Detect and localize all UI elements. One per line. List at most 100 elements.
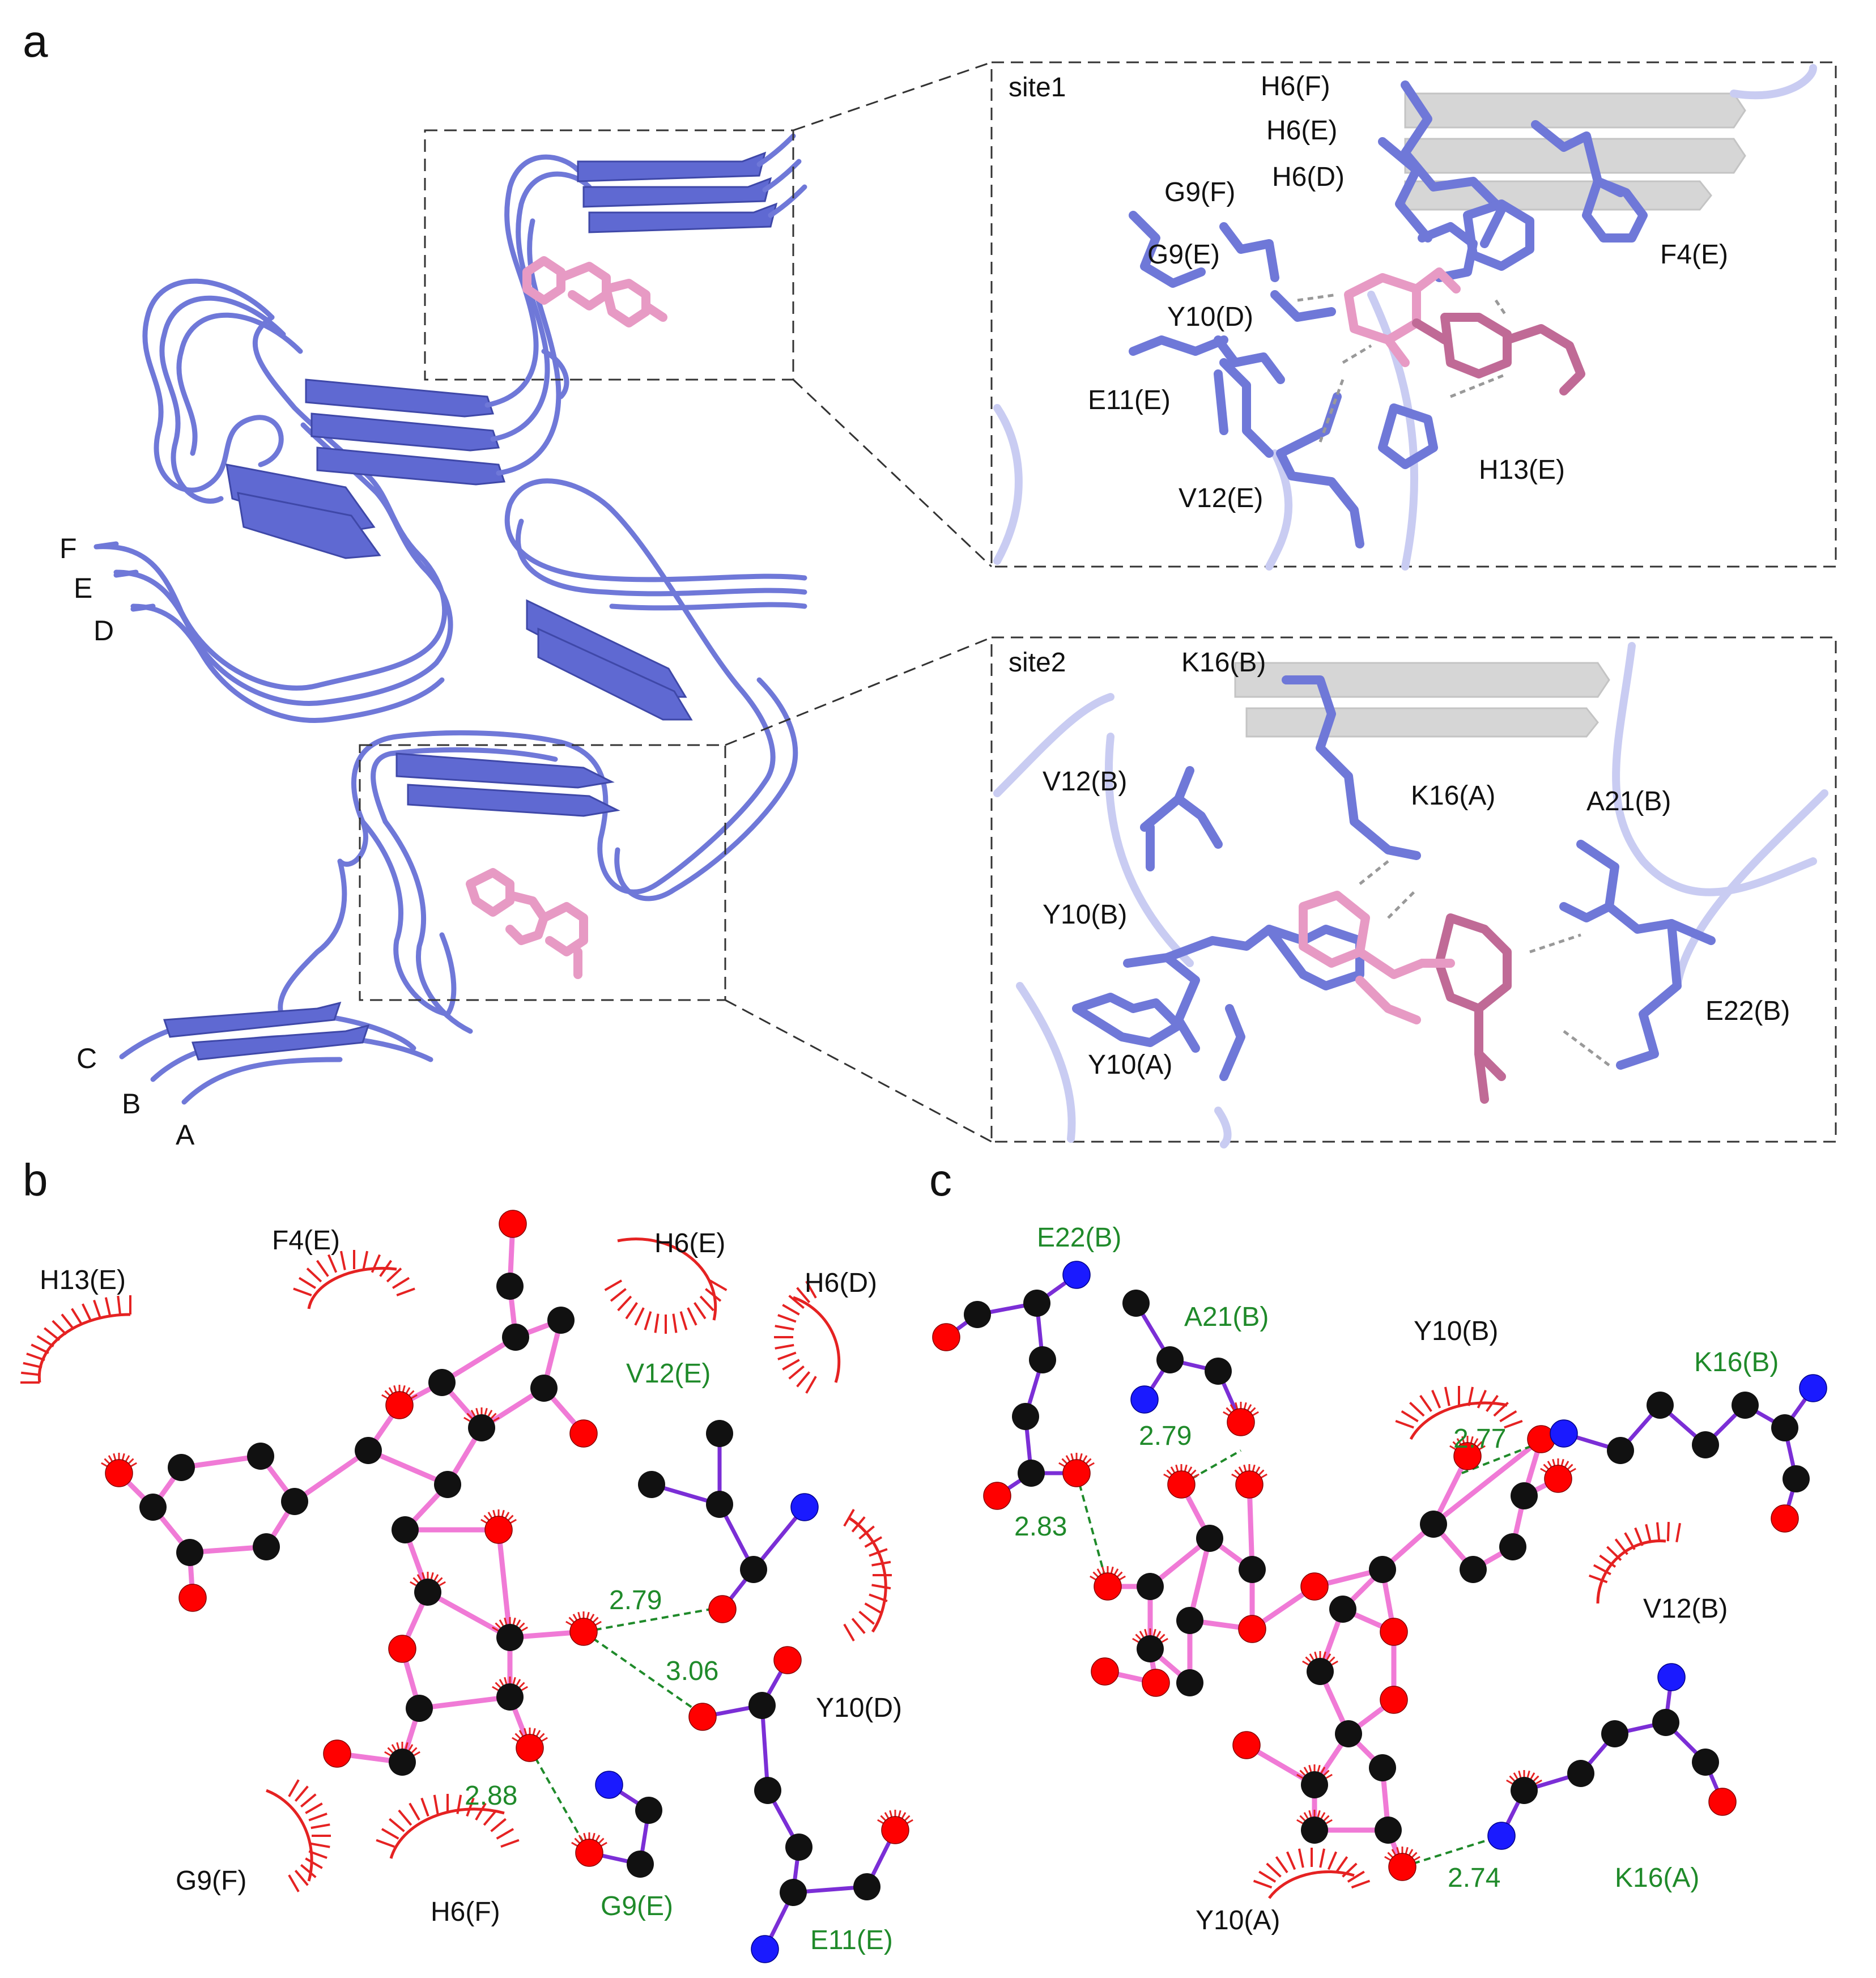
panel-label-c: c — [929, 1155, 952, 1205]
contact-tick — [1252, 1411, 1259, 1416]
contact-tick — [493, 1416, 500, 1422]
chain-label-c: C — [76, 1043, 97, 1074]
contact-tick — [388, 1387, 394, 1394]
contact-tick — [484, 1407, 488, 1415]
carbon-atom — [1023, 1290, 1050, 1317]
carbon-atom — [547, 1307, 575, 1334]
hydrophobic-tick — [1258, 1870, 1277, 1883]
hydrophobic-tick — [625, 1302, 638, 1320]
hydrophobic-tick — [1351, 1879, 1371, 1889]
contact-tick — [1569, 1467, 1576, 1473]
carbon-atom — [1771, 1414, 1798, 1441]
chain-label-f: F — [59, 533, 77, 564]
contact-tick — [1170, 1466, 1176, 1473]
hydrophobic-tick — [44, 1327, 61, 1341]
oxygen-atom — [516, 1734, 544, 1762]
contact-tick — [571, 1841, 578, 1847]
contact-tick — [1166, 1469, 1173, 1476]
contact-tick — [384, 1751, 391, 1756]
carbon-atom — [1567, 1760, 1594, 1787]
contact-tick — [1396, 1847, 1400, 1854]
background-strand — [1245, 707, 1599, 738]
contact-tick — [1139, 1631, 1145, 1637]
chain-label-b: B — [122, 1088, 141, 1120]
carbon-atom — [1307, 1658, 1334, 1685]
contact-tick — [422, 1572, 426, 1580]
contact-tick — [416, 1574, 422, 1581]
zoom-line — [793, 61, 992, 131]
site2-residue-label: A21(B) — [1586, 786, 1671, 816]
hydrophobic-tick — [1504, 1419, 1523, 1429]
contact-tick — [475, 1407, 479, 1415]
beta-strand — [163, 1001, 342, 1038]
contact-tick — [433, 1574, 439, 1581]
contact-tick — [1552, 1458, 1556, 1466]
contact-tick — [130, 1462, 137, 1467]
beta-strand — [588, 202, 778, 233]
carbon-atom — [1176, 1669, 1203, 1696]
carbon-atom — [1239, 1556, 1266, 1583]
ligplot-hbond-residue-label: A21(B) — [1184, 1302, 1269, 1332]
site1-title: site1 — [1009, 73, 1066, 103]
hydrophobic-tick — [796, 1371, 811, 1388]
contact-tick — [1452, 1441, 1459, 1448]
hydrophobic-tick — [300, 1793, 317, 1808]
contact-tick — [499, 1679, 504, 1686]
contact-tick — [1547, 1461, 1552, 1467]
carbon-atom — [1301, 1817, 1328, 1844]
hydrophobic-tick — [20, 1371, 41, 1376]
carbon-atom — [1335, 1720, 1362, 1747]
hydrophobic-tick — [777, 1351, 797, 1360]
contact-tick — [1132, 1637, 1139, 1643]
contact-tick — [541, 1737, 548, 1742]
carbon-atom — [780, 1879, 807, 1906]
contact-tick — [1476, 1441, 1483, 1448]
hydrophobic-tick — [851, 1618, 866, 1634]
contact-tick — [504, 1677, 508, 1685]
carbon-atom — [1647, 1392, 1674, 1419]
contact-tick — [1156, 1631, 1162, 1637]
contact-tick — [1175, 1464, 1179, 1472]
hydrophobic-tick — [1335, 1856, 1348, 1874]
carbon-atom — [1375, 1817, 1402, 1844]
carbon-atom — [1732, 1392, 1759, 1419]
contact-tick — [516, 1619, 521, 1626]
contact-tick — [1101, 1566, 1105, 1574]
carbon-atom — [253, 1533, 280, 1560]
hydrophobic-tick — [1409, 1402, 1425, 1417]
contact-tick — [384, 1390, 391, 1397]
hydrophobic-tick — [379, 1260, 393, 1277]
hydrophobic-tick — [604, 1279, 623, 1291]
hydrophobic-tick — [1499, 1410, 1517, 1423]
background-strand — [1234, 662, 1610, 698]
contact-tick — [504, 1512, 510, 1518]
hydrophobic-tick — [679, 1311, 688, 1330]
hydrophobic-tick — [26, 1352, 45, 1362]
zoom-line — [725, 636, 992, 746]
contact-tick — [1535, 1779, 1542, 1785]
hydrophobic-tick — [843, 1508, 855, 1527]
oxygen-atom — [1771, 1504, 1799, 1533]
carbon-atom — [1018, 1460, 1045, 1487]
hydrophobic-tick — [1634, 1527, 1644, 1546]
hbond-distance: 2.83 — [1014, 1512, 1067, 1542]
contact-tick — [108, 1455, 113, 1462]
beta-strand — [407, 784, 620, 817]
carbon-atom — [281, 1488, 308, 1515]
contact-tick — [501, 1509, 505, 1517]
carbon-atom — [428, 1369, 456, 1396]
carbon-atom — [139, 1494, 167, 1521]
ligplot-residue-label: H6(E) — [654, 1228, 725, 1258]
contact-tick — [402, 1385, 406, 1393]
hydrophobic-tick — [871, 1560, 891, 1567]
contact-tick — [408, 1390, 415, 1397]
carbon-atom — [355, 1437, 382, 1464]
contact-tick — [1223, 1411, 1230, 1416]
contact-tick — [904, 1815, 911, 1822]
contact-tick — [512, 1677, 516, 1685]
contact-tick — [1079, 1453, 1083, 1461]
ligplot-panel-b: H13(E) F4(E) H6(E) H6(D) G9(F) H6(F) Y10… — [20, 1210, 913, 1963]
carbon-atom — [496, 1683, 524, 1711]
hydrophobic-tick — [389, 1818, 405, 1832]
contact-tick — [568, 1617, 575, 1623]
